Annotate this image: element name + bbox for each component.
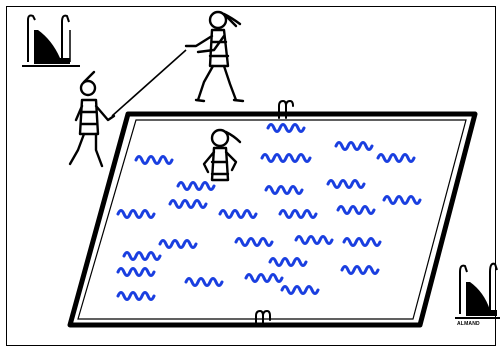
water-wave-icon bbox=[116, 209, 156, 219]
water-wave-icon bbox=[278, 209, 318, 219]
pool bbox=[67, 111, 478, 328]
water-wave-icon bbox=[340, 265, 380, 275]
water-wave-icon bbox=[382, 195, 422, 205]
water-wave-icon bbox=[326, 179, 366, 189]
water-wave-icon bbox=[184, 277, 224, 287]
water-wave-icon bbox=[122, 251, 162, 261]
person-icon bbox=[68, 70, 116, 168]
water-wave-icon bbox=[116, 291, 156, 301]
pool-ladder-top-icon bbox=[278, 99, 294, 119]
water-wave-icon bbox=[176, 181, 216, 191]
image-frame bbox=[6, 6, 496, 346]
water-wave-icon bbox=[280, 285, 320, 295]
water-wave-icon bbox=[244, 273, 284, 283]
water-wave-icon bbox=[264, 185, 304, 195]
water-wave-icon bbox=[336, 205, 376, 215]
water-wave-icon bbox=[266, 123, 306, 133]
pool-ladder-icon bbox=[455, 262, 500, 319]
water-wave-icon bbox=[342, 237, 382, 247]
pool-ladder-icon bbox=[22, 14, 80, 67]
water-wave-icon bbox=[234, 237, 274, 247]
water-wave-icon bbox=[134, 155, 174, 165]
water-wave-icon bbox=[294, 235, 334, 245]
pool-ladder-bottom-icon bbox=[255, 309, 271, 324]
water-waves bbox=[116, 123, 422, 301]
person-icon bbox=[202, 128, 242, 182]
water-wave-icon bbox=[268, 257, 308, 267]
water-wave-icon bbox=[158, 239, 198, 249]
water-wave-icon bbox=[260, 153, 312, 163]
person-icon bbox=[184, 10, 245, 103]
water-wave-icon bbox=[116, 267, 156, 277]
water-wave-icon bbox=[334, 141, 374, 151]
brand-label: ALMAND bbox=[457, 321, 480, 327]
rope bbox=[111, 49, 187, 117]
water-wave-icon bbox=[218, 209, 258, 219]
water-wave-icon bbox=[376, 153, 416, 163]
water-wave-icon bbox=[168, 199, 208, 209]
